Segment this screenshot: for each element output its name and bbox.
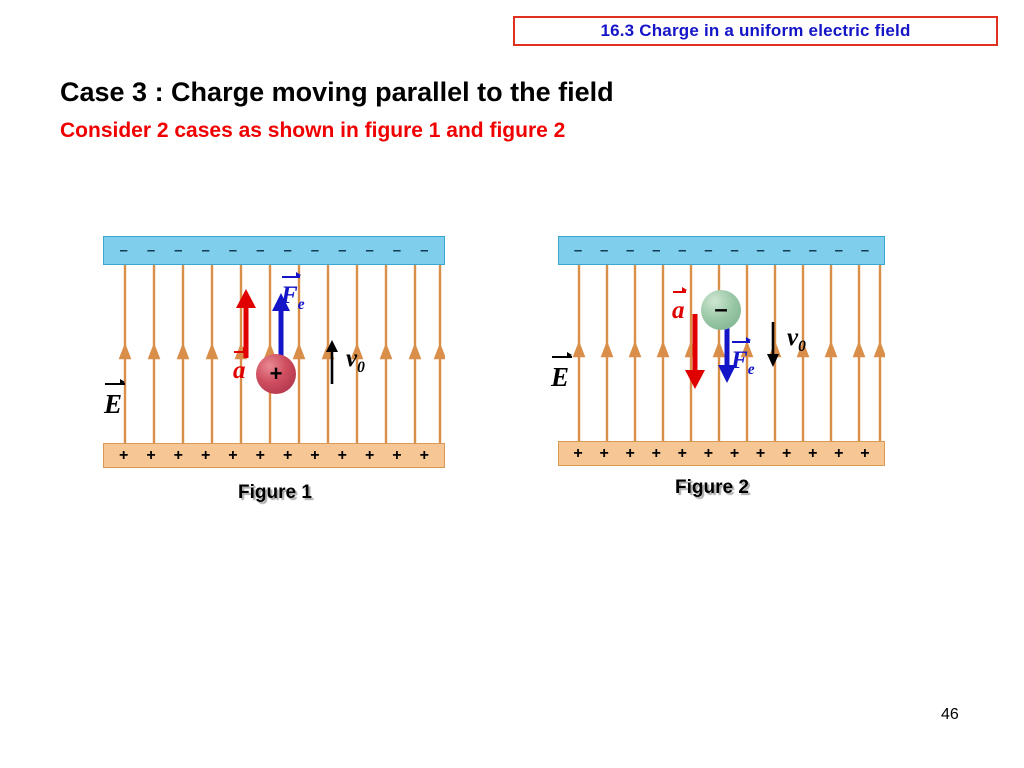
figure-2-negative-charge: – bbox=[701, 290, 741, 330]
force-subscript: e bbox=[297, 296, 305, 313]
plate-charge-sign: – bbox=[730, 242, 739, 259]
plate-charge-sign: + bbox=[755, 444, 766, 462]
plate-charge-sign: + bbox=[834, 444, 844, 462]
plate-charge-sign: – bbox=[365, 242, 374, 259]
plate-charge-sign: – bbox=[283, 242, 292, 259]
figure-2-field-label: E bbox=[551, 351, 573, 392]
figure-2-caption: Figure 2 bbox=[675, 477, 749, 498]
plate-charge-sign: + bbox=[625, 444, 635, 462]
plate-charge-sign: – bbox=[626, 242, 635, 259]
plate-charge-sign: + bbox=[392, 446, 402, 464]
figure-1-force-label: Fe bbox=[281, 271, 305, 313]
figure-1-velocity-label: v0 bbox=[346, 345, 365, 376]
plate-charge-sign: – bbox=[599, 242, 609, 259]
plate-charge-sign: + bbox=[364, 446, 375, 464]
charge-sign-glyph: – bbox=[714, 296, 728, 323]
plate-charge-sign: + bbox=[651, 444, 661, 462]
charge-sign-glyph: + bbox=[269, 361, 283, 386]
figure-1-caption: Figure 1 bbox=[238, 482, 312, 503]
plate-charge-sign: + bbox=[677, 444, 688, 462]
figure-1-positive-charge: + bbox=[256, 354, 296, 394]
plate-charge-sign: – bbox=[310, 242, 320, 259]
section-header-banner: 16.3 Charge in a uniform electric field bbox=[513, 16, 998, 46]
plate-charge-sign: – bbox=[573, 242, 583, 259]
figure-1-force-arrow bbox=[272, 293, 290, 362]
plate-charge-sign: + bbox=[573, 444, 583, 462]
figure-1-negative-plate: – – – – – – – – – – – – bbox=[103, 236, 445, 265]
plate-charge-sign: + bbox=[337, 446, 347, 464]
plate-charge-sign: + bbox=[703, 444, 714, 462]
plate-charge-sign: – bbox=[782, 242, 791, 259]
velocity-subscript: 0 bbox=[798, 338, 806, 355]
plate-charge-sign: – bbox=[678, 242, 687, 259]
plate-charge-sign: + bbox=[146, 446, 156, 464]
figure-1-field-label: E bbox=[104, 378, 126, 419]
figure-2-positive-plate: + + + + + + + + + + + + bbox=[558, 441, 885, 466]
plate-charge-sign: + bbox=[173, 446, 183, 464]
plate-charge-sign: – bbox=[860, 242, 870, 259]
figure-2-negative-plate: – – – – – – – – – – – – bbox=[558, 236, 885, 265]
figure-2-velocity-arrow bbox=[767, 322, 779, 367]
plate-charge-sign: – bbox=[808, 242, 817, 259]
plate-charge-sign: – bbox=[256, 242, 265, 259]
plate-charge-sign: – bbox=[174, 242, 183, 259]
figure-1-velocity-arrow bbox=[326, 340, 338, 384]
velocity-subscript: 0 bbox=[357, 359, 365, 376]
force-subscript: e bbox=[747, 361, 755, 378]
plate-charge-sign: + bbox=[729, 444, 740, 462]
plate-charge-sign: – bbox=[834, 242, 843, 259]
figure-1-diagram: – – – – – – – – – – – – bbox=[103, 236, 445, 468]
plate-charge-sign: + bbox=[228, 446, 238, 464]
plate-charge-sign: + bbox=[118, 446, 129, 464]
plate-charge-sign: + bbox=[599, 444, 609, 462]
plate-charge-sign: – bbox=[652, 242, 661, 259]
plate-charge-sign: – bbox=[146, 242, 156, 259]
page-number: 46 bbox=[941, 706, 959, 723]
figure-1-acceleration-label: a bbox=[233, 346, 248, 384]
page-subtitle: Consider 2 cases as shown in figure 1 an… bbox=[60, 119, 566, 142]
plate-charge-sign: + bbox=[255, 446, 265, 464]
plate-charge-sign: + bbox=[200, 446, 211, 464]
plate-charge-sign: + bbox=[808, 444, 818, 462]
plate-charge-sign: + bbox=[860, 444, 870, 462]
plate-charge-sign: + bbox=[419, 446, 429, 464]
plate-charge-sign: – bbox=[338, 242, 347, 259]
figure-2-velocity-label: v0 bbox=[787, 324, 806, 355]
plate-charge-sign: – bbox=[704, 242, 713, 259]
page-title: Case 3 : Charge moving parallel to the f… bbox=[60, 77, 614, 107]
plate-charge-sign: – bbox=[201, 242, 210, 259]
figure-2-acceleration-arrow bbox=[685, 314, 705, 389]
plate-charge-sign: + bbox=[282, 446, 293, 464]
figure-2-field-lines bbox=[572, 265, 885, 441]
plate-charge-sign: + bbox=[310, 446, 320, 464]
figure-2-diagram: – – – – – – – – – – – – bbox=[551, 236, 885, 468]
plate-charge-sign: + bbox=[781, 444, 792, 462]
plate-charge-sign: – bbox=[228, 242, 238, 259]
plate-charge-sign: – bbox=[756, 242, 765, 259]
figure-2-acceleration-label: a bbox=[672, 286, 687, 324]
section-header-title: 16.3 Charge in a uniform electric field bbox=[600, 21, 911, 40]
figure-1-positive-plate: + + + + + + + + + + + + bbox=[103, 443, 445, 468]
plate-charge-sign: – bbox=[420, 242, 429, 259]
plate-charge-sign: – bbox=[392, 242, 402, 259]
figure-1-field-lines bbox=[118, 265, 445, 443]
plate-charge-sign: – bbox=[119, 242, 128, 259]
figure-2-force-label: Fe bbox=[731, 336, 755, 378]
